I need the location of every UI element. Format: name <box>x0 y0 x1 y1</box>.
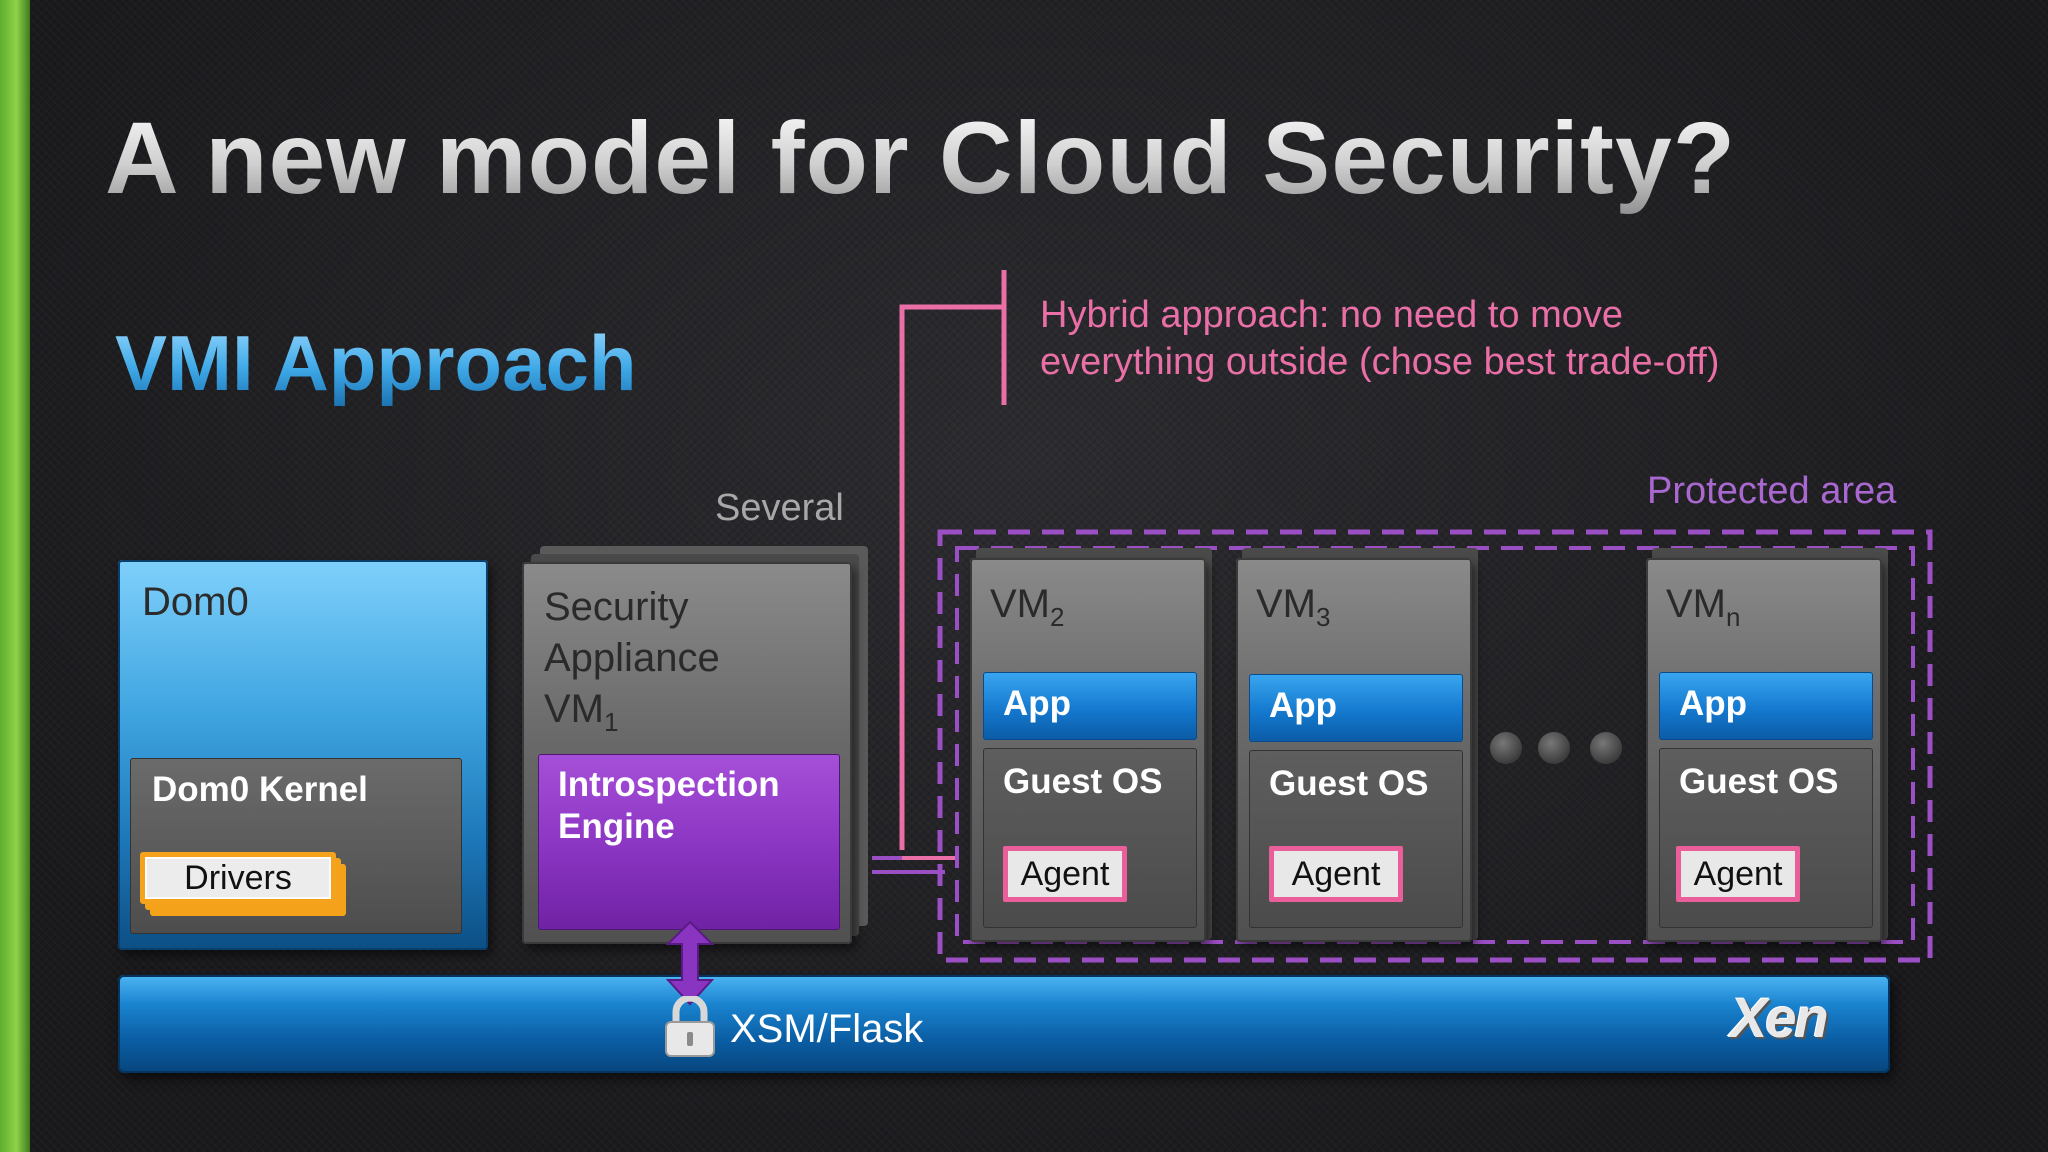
ellipsis-dots-icon <box>1590 732 1622 764</box>
vm3-agent-box: Agent <box>1269 846 1403 902</box>
vmn-app-label: App <box>1679 684 1748 723</box>
dom0-title: Dom0 <box>142 580 249 624</box>
accent-bar <box>0 0 30 1152</box>
drivers-label: Drivers <box>184 859 292 897</box>
vm2-agent-label: Agent <box>1020 855 1110 893</box>
engine-label-line2: Engine <box>558 807 675 846</box>
vm3-app-label: App <box>1269 686 1338 725</box>
vm2-guest-os-label: Guest OS <box>1003 762 1163 801</box>
appliance-title-line2: Appliance <box>544 636 720 680</box>
appliance-vm-label: VM1 <box>544 687 619 737</box>
vmn-agent-box: Agent <box>1676 846 1800 902</box>
page-title: A new model for Cloud Security? <box>105 101 1737 215</box>
several-label: Several <box>715 487 844 529</box>
protected-area-label: Protected area <box>1647 470 1897 512</box>
section-title: VMI Approach <box>115 319 637 407</box>
double-arrow-icon <box>665 920 715 1006</box>
callout-line-2: everything outside (chose best trade-off… <box>1040 341 1720 383</box>
xen-logo: Xen <box>1730 986 1829 1049</box>
appliance-title-line1: Security <box>544 585 689 629</box>
xsm-flask-label: XSM/Flask <box>730 1007 924 1051</box>
vm2-title: VM2 <box>990 582 1065 632</box>
vmn-app-bar: App <box>1659 672 1873 740</box>
vm2-app-label: App <box>1003 684 1072 723</box>
callout-line-1: Hybrid approach: no need to move <box>1040 294 1624 336</box>
lock-icon <box>665 996 715 1057</box>
ellipsis-dots-icon <box>1538 732 1570 764</box>
vm3-title: VM3 <box>1256 582 1331 632</box>
vm2-agent-box: Agent <box>1003 846 1127 902</box>
vm3-app-bar: App <box>1249 674 1463 742</box>
engine-label-line1: Introspection <box>558 765 780 804</box>
vmn-title: VMn <box>1666 582 1741 632</box>
introspection-engine-box: Introspection Engine <box>538 754 840 930</box>
vm2-app-bar: App <box>983 672 1197 740</box>
ellipsis-dots-icon <box>1490 732 1522 764</box>
vm3-agent-label: Agent <box>1291 855 1381 893</box>
vmn-guest-os-label: Guest OS <box>1679 762 1839 801</box>
vm3-guest-os-label: Guest OS <box>1269 764 1429 803</box>
xsm-flask-bar: XSM/Flask Xen <box>118 975 1890 1073</box>
drivers-box: Drivers <box>140 852 336 904</box>
dom0-kernel-label: Dom0 Kernel <box>152 770 368 809</box>
vmn-agent-label: Agent <box>1693 855 1783 893</box>
